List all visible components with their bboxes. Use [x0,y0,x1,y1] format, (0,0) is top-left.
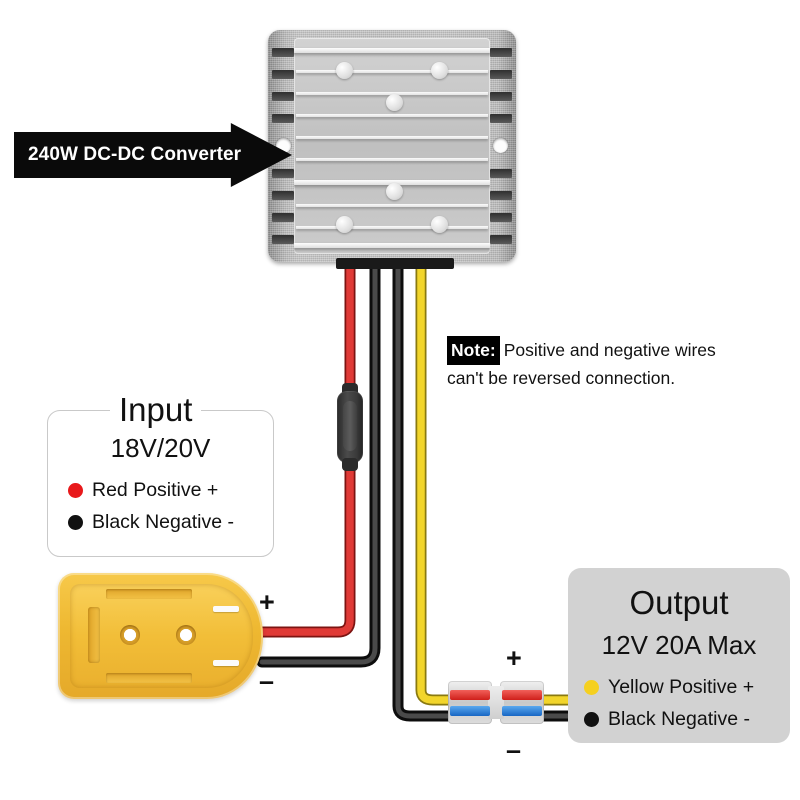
black-dot-icon [68,515,83,530]
red-dot-icon [68,483,83,498]
input-legend-positive-label: Red Positive + [92,479,219,501]
output-plus-sign: + [506,643,522,673]
adapter-inner-face [70,584,253,688]
screw-dot [336,216,353,233]
connector-lever-red[interactable] [450,690,490,700]
fuse-cap-bottom [342,458,358,471]
note-block: Note:Positive and negative wires can't b… [447,336,787,391]
input-minus-sign: – [259,666,275,696]
note-tag: Note: [447,336,500,365]
mounting-hole-right [493,138,508,153]
inline-fuse-holder[interactable] [337,383,363,471]
output-panel-title: Output [629,584,729,621]
adapter-side-slot [88,607,100,663]
screw-dot [431,62,448,79]
adapter-top-notch [106,589,192,599]
note-text-1: Positive and negative wires [503,340,716,360]
output-legend-negative: Black Negative - [584,708,750,731]
connector-lever-red[interactable] [502,690,542,700]
note-line-1: Note:Positive and negative wires [447,336,787,365]
cable-strain-relief [336,258,454,269]
input-legend-negative-label: Black Negative - [92,511,234,533]
heatsink-left-notches [272,40,294,252]
converter-callout-label: 240W DC-DC Converter [28,144,242,165]
connector-lever-blue[interactable] [450,706,490,716]
battery-adapter [58,573,263,699]
adapter-terminal-hole [176,625,196,645]
right-arrow-icon [14,123,292,187]
converter-callout-arrow: 240W DC-DC Converter [14,123,292,187]
input-spec-panel: 18V/20V Red Positive + Black Negative - [47,410,274,557]
output-rating: 12V 20A Max [601,630,757,660]
output-legend-positive-label: Yellow Positive + [608,676,755,698]
fuse-inner-panel [343,401,357,451]
input-legend-positive: Red Positive + [68,479,218,502]
connector-half-left [448,681,492,724]
output-minus-sign: – [506,735,522,765]
output-legend-positive: Yellow Positive + [584,676,754,699]
heatsink-fins [294,38,490,254]
heatsink-right-notches [490,40,512,252]
lever-wire-connector[interactable] [448,681,544,724]
input-legend-negative: Black Negative - [68,511,234,534]
yellow-dot-icon [584,680,599,695]
screw-dot [431,216,448,233]
black-dot-icon [584,712,599,727]
input-voltage: 18V/20V [110,433,211,463]
adapter-bottom-notch [106,673,192,683]
screw-dot [386,183,403,200]
screw-dot [336,62,353,79]
input-panel-title: Input [110,390,202,430]
dc-dc-converter-module [268,30,516,262]
screw-dot [386,94,403,111]
connector-half-right [500,681,544,724]
note-text-2: can't be reversed connection. [447,368,676,388]
output-spec-panel: Output 12V 20A Max Yellow Positive + Bla… [568,568,790,743]
adapter-terminal-hole [120,625,140,645]
adapter-rail-bottom [213,660,239,666]
adapter-rail-top [213,606,239,612]
connector-bridge [488,686,504,719]
connector-lever-blue[interactable] [502,706,542,716]
output-legend-negative-label: Black Negative - [608,708,750,730]
input-plus-sign: + [259,587,275,617]
